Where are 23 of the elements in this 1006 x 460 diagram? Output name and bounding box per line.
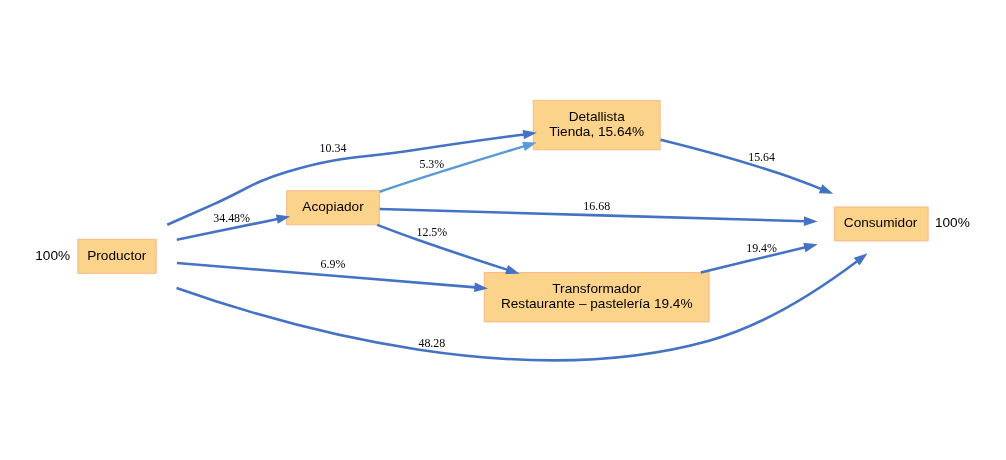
arrow xyxy=(700,242,818,274)
node-label: 100% xyxy=(934,214,970,230)
arrow xyxy=(660,138,834,194)
arrow xyxy=(376,223,520,274)
node-box: Acopiador xyxy=(286,189,380,225)
arrow xyxy=(176,252,868,361)
edge-label: 10.34 xyxy=(319,140,347,155)
arrow xyxy=(379,207,818,226)
edge-label: 6.9% xyxy=(320,256,346,271)
arrow xyxy=(166,129,537,226)
arrow xyxy=(176,213,291,241)
edge-label: 15.64 xyxy=(748,149,775,164)
arrow xyxy=(176,261,489,292)
edge-label: 16.68 xyxy=(583,198,611,213)
node-label: 100% xyxy=(35,247,71,263)
edge-label: 5.3% xyxy=(419,156,445,171)
arrow xyxy=(379,141,537,193)
node-box: Transformador Restaurante – pastelería 19.4% xyxy=(483,271,710,322)
edge-label: 19.4% xyxy=(746,240,777,255)
node-box: Detallista Tienda, 15.64% xyxy=(532,99,661,150)
edge-label: 12.5% xyxy=(416,224,448,239)
edge-label: 34.48% xyxy=(213,210,250,225)
edge-label: 48.28 xyxy=(418,335,446,350)
